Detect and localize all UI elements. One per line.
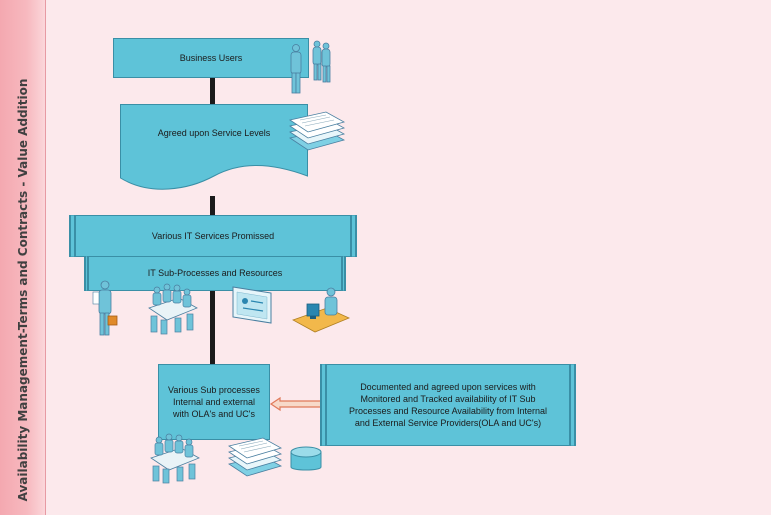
sidebar: Availability Management-Terms and Contra…	[0, 0, 46, 515]
it-services-label: Various IT Services Promissed	[151, 230, 275, 241]
arrow-left-icon	[269, 396, 326, 412]
sub-processes-ola-label: Various Sub processes Internal and exter…	[168, 384, 260, 420]
it-services-box: Various IT Services Promissed	[69, 215, 357, 257]
documented-services-box: Documented and agreed upon services with…	[320, 364, 576, 446]
documented-services-label: Documented and agreed upon services with…	[349, 381, 547, 429]
agreed-service-levels-label: Agreed upon Service Levels	[157, 128, 271, 138]
document-stack-icon-2	[228, 437, 283, 477]
sub-processes-box: IT Sub-Processes and Resources	[84, 256, 346, 291]
sub-processes-ola-box: Various Sub processes Internal and exter…	[158, 364, 270, 440]
connector-users-to-sla	[210, 78, 215, 106]
sub-processes-label: IT Sub-Processes and Resources	[147, 268, 283, 279]
presentation-screen-icon	[232, 286, 272, 324]
business-users-label: Business Users	[179, 52, 243, 63]
people-group-icon	[290, 40, 331, 94]
meeting-table-icon	[148, 283, 198, 335]
connector-sla-to-services	[210, 196, 215, 216]
person-at-computer-icon	[292, 287, 351, 333]
business-users-box: Business Users	[113, 38, 309, 78]
meeting-table-icon-2	[150, 433, 200, 484]
agreed-service-levels-shape	[120, 104, 308, 190]
person-with-briefcase-icon	[92, 280, 118, 336]
connector-resources-to-subprocess	[210, 291, 215, 364]
sidebar-title: Availability Management-Terms and Contra…	[16, 78, 30, 502]
database-icon	[290, 446, 322, 471]
document-stack-icon	[288, 111, 346, 151]
